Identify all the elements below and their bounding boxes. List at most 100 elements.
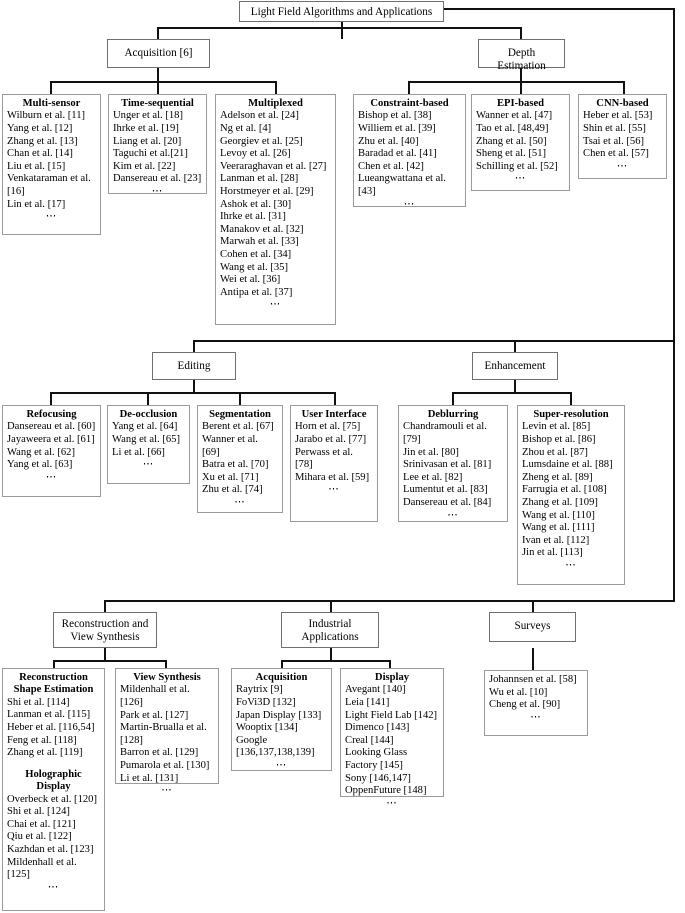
list-item: Georgiev et al. [25]: [220, 135, 303, 147]
list-item: Batra et al. [70]: [202, 459, 269, 471]
leaf-industrial-acquisition-title: Acquisition: [255, 672, 308, 683]
leaf-industrial-acquisition[interactable]: Acquisition Raytrix [9]FoVi3D [132]Japan…: [231, 668, 332, 771]
connector-editing-down: [193, 340, 195, 352]
list-item: Manakov et al. [32]: [220, 223, 304, 235]
list-item: Mildenhall et al. [126]: [120, 684, 190, 708]
leaf-segmentation[interactable]: Segmentation Berent et al. [67]Wanner et…: [197, 405, 283, 513]
connector-surveys-stem: [532, 648, 534, 670]
list-item: Wu et al. [10]: [489, 686, 548, 698]
list-item: Taguchi et al.[21]: [113, 148, 188, 160]
list-item: Chandramouli et al. [79]: [403, 421, 487, 445]
list-item: Dansereau et al. [23]: [113, 173, 202, 185]
list-item: Wanner et al. [69]: [202, 434, 258, 458]
leaf-reconstruction-shape-estimation[interactable]: Reconstruction Shape Estimation Shi et a…: [2, 668, 105, 911]
leaf-industrial-display-list: Avegant [140]Leia [141]Light Field Lab […: [345, 684, 439, 810]
list-item: Lueangwattana et al. [43]: [358, 173, 446, 197]
leaf-super-resolution[interactable]: Super-resolution Levin et al. [85]Bishop…: [517, 405, 625, 585]
leaf-time-sequential[interactable]: Time-sequential Unger et al. [18]Ihrke e…: [108, 94, 207, 197]
node-root[interactable]: Light Field Algorithms and Applications: [239, 1, 444, 22]
leaf-holographic-display-list: Overbeck et al. [120]Shi et al. [124]Cha…: [7, 794, 100, 895]
connector-multiplexed-drop: [275, 81, 277, 94]
leaf-view-synthesis-title: View Synthesis: [133, 672, 201, 683]
node-depth-estimation-label: Depth Estimation: [497, 47, 546, 72]
leaf-industrial-display[interactable]: Display Avegant [140]Leia [141]Light Fie…: [340, 668, 444, 809]
connector-ind-display-drop: [389, 660, 391, 670]
leaf-multi-sensor[interactable]: Multi-sensor Wilburn et al. [11]Yang et …: [2, 94, 101, 235]
list-item: ⋯: [161, 785, 173, 797]
node-reconstruction-view-synthesis-label: Reconstruction and View Synthesis: [61, 618, 149, 643]
list-item: Schilling et al. [52]: [476, 160, 558, 172]
node-reconstruction-view-synthesis[interactable]: Reconstruction and View Synthesis: [53, 612, 157, 648]
connector-deocclusion-drop: [147, 392, 149, 405]
list-item: Lanman et al. [115]: [7, 709, 91, 721]
list-item: Jin et al. [113]: [522, 547, 583, 559]
list-item: Google [136,137,138,139]: [236, 734, 315, 759]
connector-level2-bar: [193, 340, 675, 342]
list-item: ⋯: [275, 759, 288, 771]
list-item: Shin et al. [55]: [583, 123, 646, 134]
list-item: Mildenhall et al. [125]: [7, 856, 77, 881]
list-item: Zheng et al. [89]: [522, 471, 593, 483]
node-enhancement[interactable]: Enhancement: [472, 352, 558, 380]
list-item: Bishop et al. [86]: [522, 434, 596, 445]
connector-acquisition-children-bar: [50, 81, 276, 83]
leaf-de-occlusion[interactable]: De-occlusion Yang et al. [64]Wang et al.…: [107, 405, 190, 484]
connector-editing-children-bar: [50, 392, 335, 394]
connector-acquisition-down: [157, 27, 159, 40]
leaf-refocusing[interactable]: Refocusing Dansereau et al. [60]Jayaweer…: [2, 405, 101, 497]
list-item: Jayaweera et al. [61]: [7, 434, 95, 445]
list-item: Ashok et al. [30]: [220, 198, 292, 210]
list-item: Chen et al. [42]: [358, 160, 424, 172]
list-item: Lanman et al. [28]: [220, 173, 299, 185]
list-item: Looking Glass Factory [145]: [345, 747, 408, 771]
leaf-time-sequential-list: Unger et al. [18]Ihrke et al. [19]Liang …: [113, 110, 202, 198]
list-item: Li et al. [66]: [112, 446, 165, 458]
list-item: Zhang et al. [109]: [522, 496, 598, 508]
leaf-constraint-based[interactable]: Constraint-based Bishop et al. [38]Willi…: [353, 94, 466, 210]
list-item: Zhu et al. [40]: [358, 135, 419, 147]
list-item: Leia [141]: [345, 697, 390, 708]
leaf-industrial-acquisition-list: Raytrix [9]FoVi3D [132]Japan Display [13…: [236, 684, 327, 772]
leaf-multiplexed[interactable]: Multiplexed Adelson et al. [24]Ng et al.…: [215, 94, 336, 325]
node-surveys[interactable]: Surveys: [489, 612, 576, 642]
leaf-cnn-based[interactable]: CNN-based Heber et al. [53]Shin et al. […: [578, 94, 667, 179]
leaf-epi-based-list: Wanner et al. [47]Tao et al. [48,49]Zhan…: [476, 110, 565, 186]
leaf-cnn-based-title: CNN-based: [596, 98, 649, 109]
leaf-view-synthesis[interactable]: View Synthesis Mildenhall et al. [126] P…: [115, 668, 219, 796]
list-item: ⋯: [530, 711, 542, 723]
leaf-epi-based[interactable]: EPI-based Wanner et al. [47]Tao et al. […: [471, 94, 570, 191]
leaf-multi-sensor-list: Wilburn et al. [11]Yang et al. [12]Zhang…: [7, 110, 96, 223]
connector-right-trunk: [673, 8, 675, 601]
node-editing[interactable]: Editing: [152, 352, 236, 380]
list-item: ⋯: [142, 459, 155, 471]
connector-depth-down: [520, 27, 522, 40]
leaf-surveys-list[interactable]: Johannsen et al. [58]Wu et al. [10]Cheng…: [484, 670, 588, 736]
leaf-de-occlusion-list: Yang et al. [64]Wang et al. [65]Li et al…: [112, 421, 185, 471]
leaf-user-interface-title: User Interface: [301, 409, 367, 420]
list-item: Kim et al. [22]: [113, 160, 176, 172]
leaf-multiplexed-title: Multiplexed: [248, 98, 303, 109]
node-acquisition[interactable]: Acquisition [6]: [107, 39, 210, 68]
leaf-user-interface[interactable]: User Interface Horn et al. [75]Jarabo et…: [290, 405, 378, 522]
connector-depth-stem: [520, 67, 522, 81]
leaf-deblurring[interactable]: Deblurring Chandramouli et al. [79]Jin e…: [398, 405, 508, 522]
list-item: Lin et al. [17]: [7, 198, 66, 210]
list-item: Tao et al. [48,49]: [476, 123, 549, 134]
connector-enhancement-stem: [514, 380, 516, 392]
node-industrial-applications[interactable]: Industrial Applications: [281, 612, 379, 648]
list-item: Levin et al. [85]: [522, 421, 591, 433]
list-item: ⋯: [234, 496, 246, 508]
list-item: Zhang et al. [50]: [476, 135, 547, 147]
list-item: Barron et al. [129]: [120, 747, 199, 759]
leaf-de-occlusion-title: De-occlusion: [119, 409, 178, 420]
list-item: Dansereau et al. [60]: [7, 421, 96, 433]
node-enhancement-label: Enhancement: [484, 360, 546, 372]
node-depth-estimation[interactable]: Depth Estimation: [478, 39, 565, 72]
list-item: Dimenco [143]: [345, 722, 410, 734]
list-item: Farrugia et al. [108]: [522, 484, 607, 496]
list-item: Cheng et al. [90]: [489, 699, 561, 711]
list-item: Wang et al. [111]: [522, 522, 595, 534]
leaf-user-interface-list: Horn et al. [75]Jarabo et al. [77]Perwas…: [295, 421, 373, 497]
node-industrial-applications-label: Industrial Applications: [301, 618, 359, 643]
connector-industrial-children-bar: [281, 660, 391, 662]
